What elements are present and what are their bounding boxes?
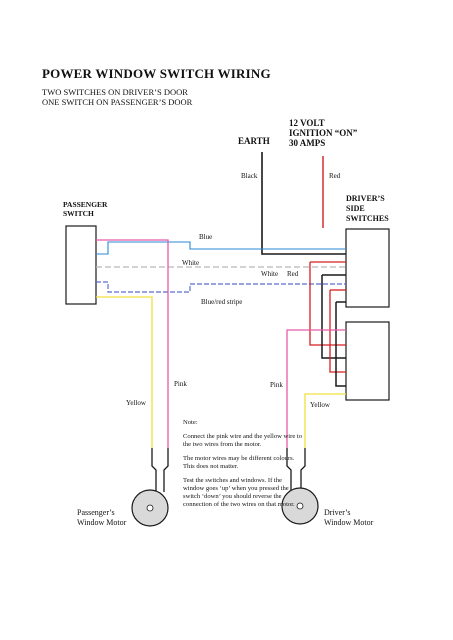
blue-red-stripe-wire	[96, 281, 346, 293]
passenger-motor-line-1: Passenger’s	[77, 508, 115, 517]
blue-wire-label: Blue	[199, 233, 213, 241]
driver-motor-lead-1	[286, 448, 292, 492]
driver-switch-box-upper	[345, 228, 390, 308]
note-paragraph-1: Connect the pink wire and the yellow wir…	[183, 433, 303, 448]
subtitle-line-1: TWO SWITCHES ON DRIVER’S DOOR	[42, 87, 188, 97]
driver-switches-line-3: SWITCHES	[346, 214, 389, 223]
passenger-switch-label: PASSENGER SWITCH	[63, 200, 107, 218]
earth-label: EARTH	[238, 136, 270, 146]
yellow-wire-driver	[304, 393, 346, 448]
diagram-title: POWER WINDOW SWITCH WIRING	[42, 66, 271, 81]
subtitle-line-2: ONE SWITCH ON PASSENGER’S DOOR	[42, 97, 193, 107]
driver-motor-line-2: Window Motor	[324, 518, 374, 527]
note-paragraph-3: Test the switches and windows. If the wi…	[183, 477, 295, 508]
note-heading: Note:	[183, 419, 198, 426]
driver-switches-label: DRIVER’S SIDE SWITCHES	[346, 194, 389, 224]
driver-motor-lead-2	[300, 448, 306, 492]
blue-wire	[96, 241, 346, 255]
yellow-wire-passenger	[96, 296, 153, 448]
black-earth-wire	[261, 152, 346, 255]
pink-wire-label-driver: Pink	[270, 381, 283, 389]
ignition-line-2: IGNITION “ON”	[289, 128, 358, 138]
white-wire-label-right: White	[261, 270, 279, 278]
ignition-line-3: 30 AMPS	[289, 138, 326, 148]
ignition-line-1: 12 VOLT	[289, 118, 325, 128]
black-wire-label: Black	[241, 172, 258, 180]
diagram-subtitle: TWO SWITCHES ON DRIVER’S DOOR ONE SWITCH…	[42, 87, 192, 107]
passenger-motor-line-2: Window Motor	[77, 518, 127, 527]
pink-wire-label-passenger: Pink	[174, 380, 187, 388]
passenger-motor-lead-1	[151, 448, 157, 492]
passenger-motor-lead-2	[163, 448, 169, 492]
black-link-2	[321, 275, 346, 359]
note-paragraph-2: The motor wires may be different colours…	[183, 455, 295, 470]
yellow-wire-label-driver: Yellow	[310, 401, 330, 409]
red-supply-wire-label: Red	[329, 172, 341, 180]
pink-wire-passenger	[96, 239, 169, 448]
passenger-switch-line-1: PASSENGER	[63, 200, 108, 209]
passenger-motor-hub	[146, 504, 154, 512]
red-link-2	[309, 262, 346, 346]
black-link-4	[335, 302, 346, 387]
passenger-motor-label: Passenger’s Window Motor	[77, 508, 126, 528]
white-wire-label-left: White	[182, 259, 200, 267]
driver-motor-hub	[296, 502, 304, 510]
driver-motor	[281, 448, 319, 525]
passenger-switch-line-2: SWITCH	[63, 209, 94, 218]
yellow-wire-label-passenger: Yellow	[126, 399, 146, 407]
passenger-switch-box	[65, 225, 97, 305]
ignition-label: 12 VOLT IGNITION “ON” 30 AMPS	[289, 118, 357, 148]
blue-red-stripe-label: Blue/red stripe	[201, 298, 243, 306]
red-wire-label-right: Red	[287, 270, 299, 278]
driver-motor-line-1: Driver’s	[324, 508, 351, 517]
passenger-motor	[131, 448, 169, 527]
red-link-4	[329, 290, 346, 373]
driver-switches-line-1: DRIVER’S	[346, 194, 385, 203]
driver-switches-line-2: SIDE	[346, 204, 365, 213]
wiring-note: Note: Connect the pink wire and the yell…	[183, 419, 303, 515]
pink-wire-driver	[286, 329, 346, 448]
driver-switch-box-lower	[345, 321, 390, 401]
driver-motor-label: Driver’s Window Motor	[324, 508, 373, 528]
